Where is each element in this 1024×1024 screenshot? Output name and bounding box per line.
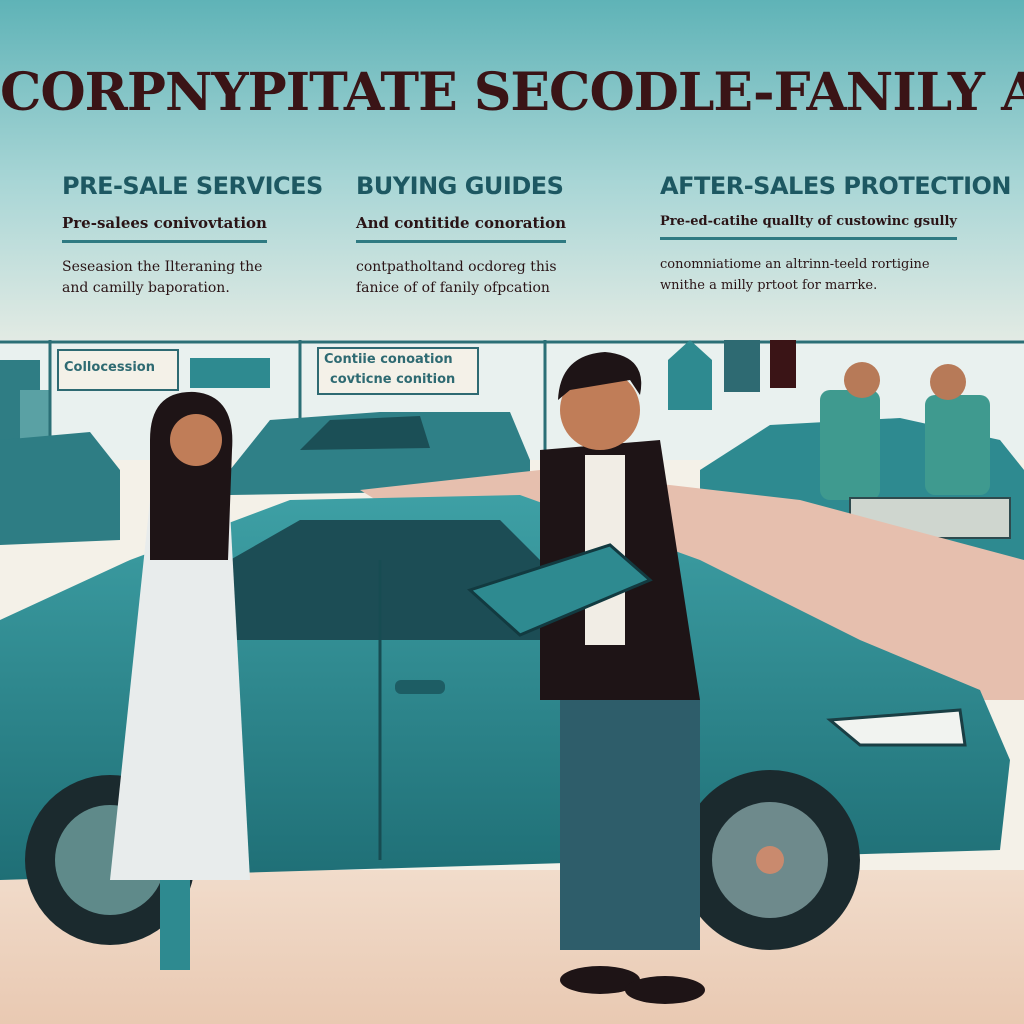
column-body: conomniatiome an altrinn-teeld rortigine… <box>660 254 960 296</box>
sign-left-board <box>57 349 179 391</box>
column-subtitle: And contitide conoration <box>356 214 567 243</box>
sign-left-text: Collocession <box>64 360 155 375</box>
man-head <box>560 370 640 450</box>
sign-center-board <box>317 347 479 395</box>
hanging-tag-1 <box>668 340 712 410</box>
main-car-headlight <box>826 708 967 747</box>
column-body-line: wnithe a milly prtoot for marrke. <box>660 278 878 293</box>
mechanic-left-body <box>820 390 880 500</box>
man-shoe-left <box>560 966 640 994</box>
woman-face <box>170 414 222 466</box>
man-pants <box>560 700 700 950</box>
column-body-line: and camilly baporation. <box>62 280 230 296</box>
mechanic-right-body <box>925 395 990 495</box>
column-title: PRE-SALE SERVICES <box>62 172 323 200</box>
column-subtitle: Pre-ed-catihe quallty of custowinc gsull… <box>660 214 957 240</box>
mechanic-right-head <box>930 364 966 400</box>
woman-dress <box>110 500 250 880</box>
mechanic-left-head <box>844 362 880 398</box>
man-shoe-right <box>625 976 705 1004</box>
column-body-line: contpatholtand ocdoreg this <box>356 259 557 275</box>
column-title: BUYING GUIDES <box>356 172 564 200</box>
main-car-front-hub <box>756 846 784 874</box>
column-pre-sale: PRE-SALE SERVICES Pre-salees conivovtati… <box>62 172 362 299</box>
column-body-line: Seseasion the Ilteraning the <box>62 259 263 275</box>
column-body-line: conomniatiome an altrinn-teeld rortigine <box>660 257 930 272</box>
column-title: AFTER-SALES PROTECTION <box>660 172 1012 200</box>
man-folder <box>467 543 653 637</box>
column-after-sales: AFTER-SALES PROTECTION Pre-ed-catihe qua… <box>660 172 1012 296</box>
column-buying-guides: BUYING GUIDES And contitide conoration c… <box>356 172 656 299</box>
bg-car-left <box>0 432 120 545</box>
sign-center-text-1: Contiie conoation <box>324 352 453 367</box>
sign-left-badge <box>190 358 270 388</box>
bg-car-center <box>230 412 530 495</box>
hanging-tag-3 <box>770 340 796 388</box>
woman-legs <box>160 880 190 970</box>
main-car-door-handle <box>395 680 445 694</box>
sign-center-text-2: covticne conition <box>330 372 456 387</box>
column-subtitle: Pre-salees conivovtation <box>62 214 267 243</box>
hanging-tag-2 <box>724 340 760 392</box>
column-body: contpatholtand ocdoreg this fanice of of… <box>356 257 656 299</box>
bg-car-center-window <box>300 416 430 450</box>
main-car-window <box>230 520 560 640</box>
headline: CORPNYPITATE SECODLE-FANILY ASSECS <box>0 62 1024 123</box>
column-body: Seseasion the Ilteraning the and camilly… <box>62 257 362 299</box>
column-body-line: fanice of of fanily ofpcation <box>356 280 550 296</box>
man-hair <box>558 352 642 400</box>
